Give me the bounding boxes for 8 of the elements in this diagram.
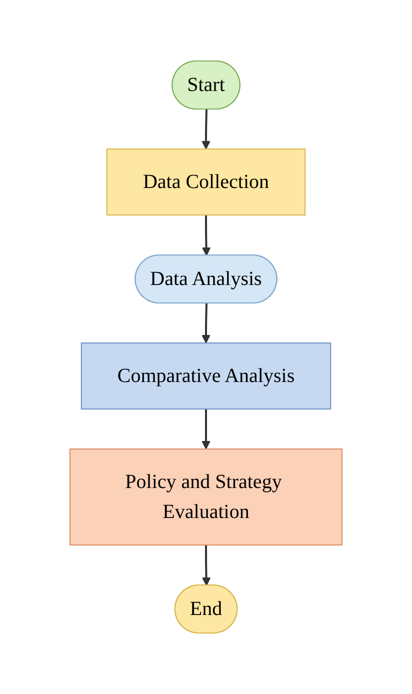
arrow bbox=[202, 109, 210, 150]
node-box: Data Collection bbox=[106, 148, 306, 216]
node-box: Comparative Analysis bbox=[80, 342, 332, 410]
node-box: Policy and Strategy Evaluation bbox=[70, 448, 342, 546]
arrow bbox=[202, 215, 211, 256]
arrow bbox=[202, 409, 210, 450]
arrow bbox=[202, 545, 211, 586]
arrow bbox=[202, 303, 210, 344]
